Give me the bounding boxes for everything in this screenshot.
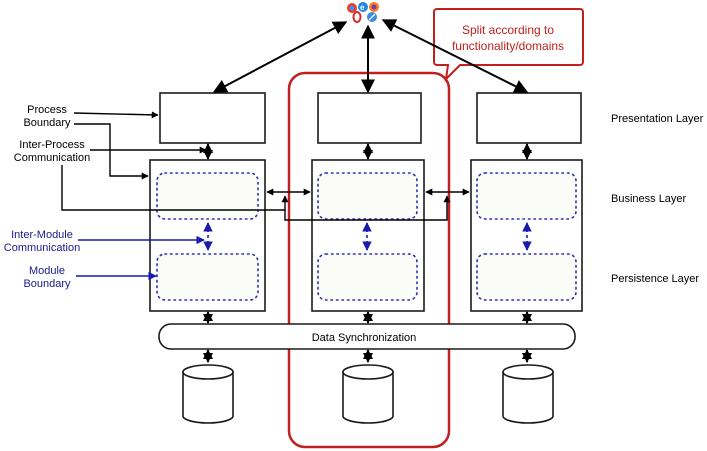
business-module-middle: [317, 172, 418, 220]
presentation-box-right: [476, 92, 582, 144]
process-boundary-label-1: Process: [27, 104, 67, 116]
data-sync-label: Data Synchronization: [312, 332, 417, 344]
persistence-module-left: [156, 253, 259, 301]
client-arrow-right: [381, 19, 529, 93]
inter-module-label-1: Inter-Module: [11, 229, 73, 241]
callout-line-2: functionality/domains: [452, 39, 564, 53]
presentation-layer-label: Presentation Layer: [611, 113, 704, 125]
inter-process-label-1: Inter-Process: [19, 139, 85, 151]
inter-process-pointer-2: [61, 165, 289, 211]
process-boundary-label-2: Boundary: [23, 117, 71, 129]
module-boundary-label-2: Boundary: [23, 278, 71, 290]
business-module-right: [476, 172, 577, 220]
database-icon-left: [182, 364, 234, 424]
callout-line-1: Split according to: [462, 23, 554, 37]
module-boundary-label-1: Module: [29, 265, 65, 277]
inter-process-pointer-3: [284, 195, 451, 221]
client-arrow-left: [212, 21, 348, 93]
presentation-box-left: [159, 92, 266, 144]
persistence-layer-label: Persistence Layer: [611, 273, 699, 285]
business-module-left: [156, 172, 259, 220]
business-layer-label: Business Layer: [611, 193, 687, 205]
browser-icons: e: [347, 2, 379, 23]
process-boundary-pointer-1: [73, 111, 159, 119]
inter-module-label-2: Communication: [4, 242, 80, 254]
persistence-module-right: [476, 253, 577, 301]
database-icon-middle: [342, 364, 394, 424]
database-icon-right: [502, 364, 554, 424]
presentation-box-middle: [317, 92, 422, 144]
inter-process-label-2: Communication: [14, 152, 90, 164]
persistence-module-middle: [317, 253, 418, 301]
callout: Split according to functionality/domains: [433, 8, 584, 82]
svg-text:e: e: [360, 3, 365, 12]
